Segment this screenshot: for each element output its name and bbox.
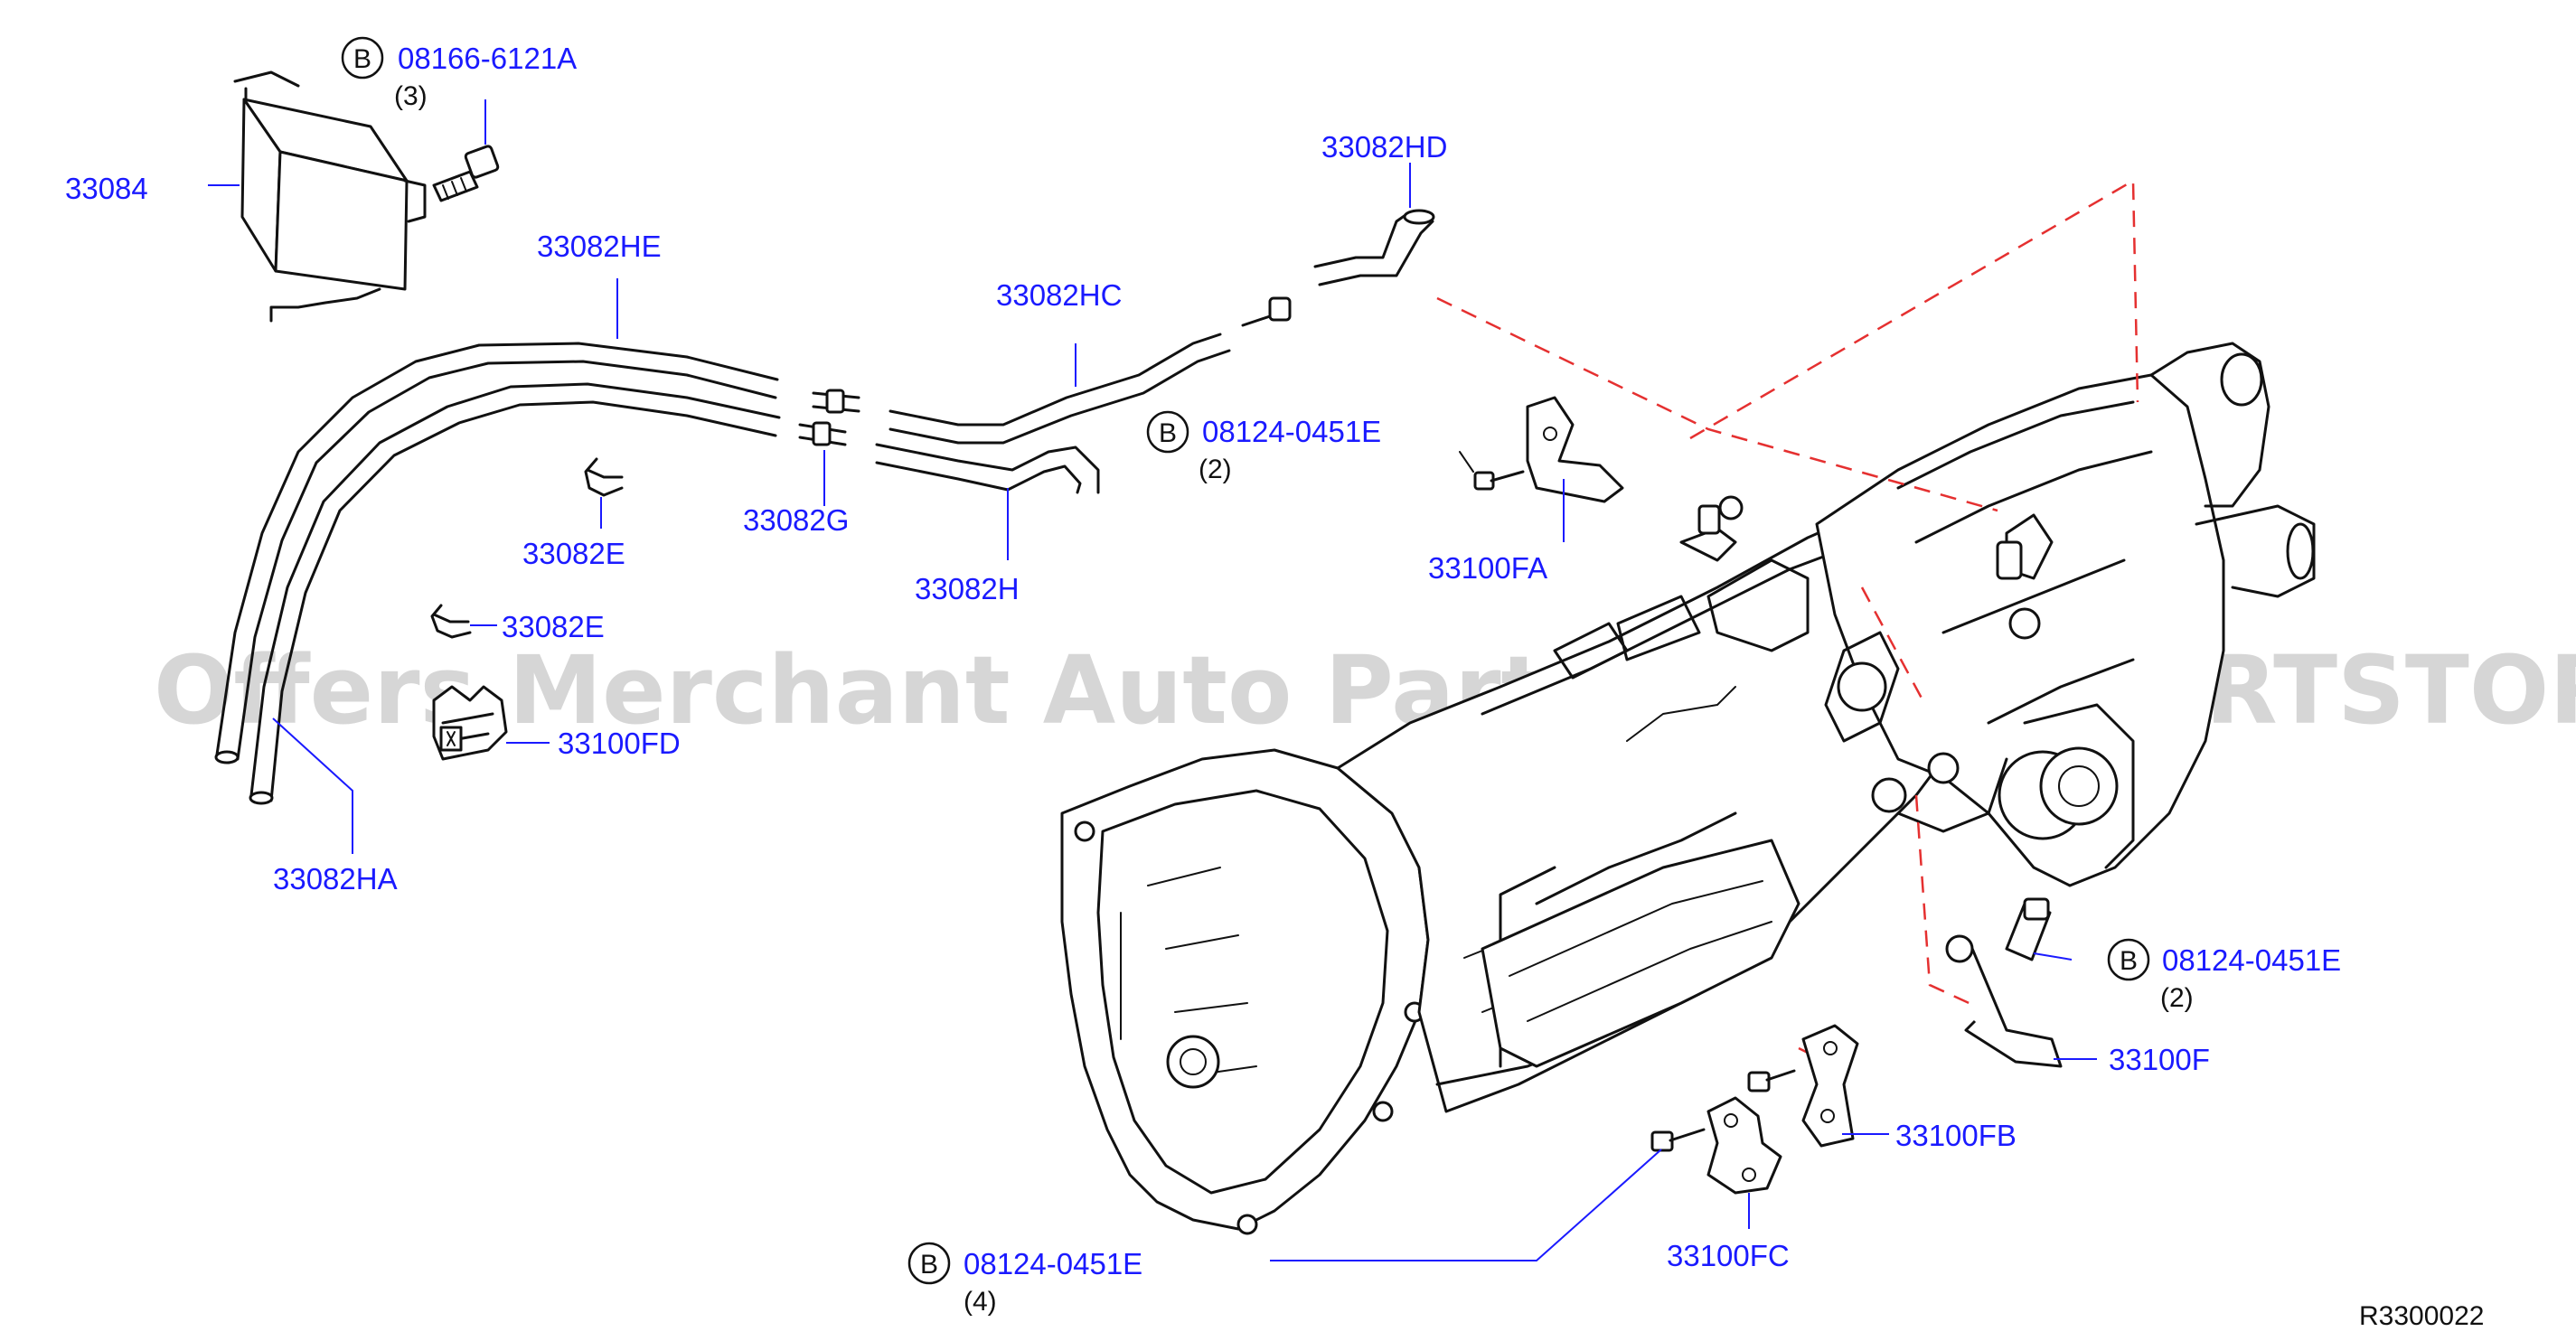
label-clip-e-1[interactable]: 33082E [522,537,625,570]
label-clamp-fd[interactable]: 33100FD [558,727,681,760]
label-bracket-fb[interactable]: 33100FB [1895,1119,2017,1152]
qty-bolt-top: (3) [394,81,428,111]
bracket-fb-illustration [1747,1024,1859,1148]
hose-hd-illustration [1241,209,1435,327]
bracket-fc-illustration [1650,1096,1782,1195]
svg-text:B: B [353,44,371,74]
qty-bolt-right: (2) [2160,983,2194,1013]
hose-ha-he-illustration [214,342,781,805]
bolt-08166-illustration [432,145,500,202]
label-hose-hd[interactable]: 33082HD [1321,130,1447,164]
label-hose-ha[interactable]: 33082HA [273,862,398,896]
diagram-reference-code: R3300022 [2359,1301,2484,1331]
label-hose-h[interactable]: 33082H [915,572,1020,605]
hose-hc-h-illustration [875,333,1231,494]
label-hose-hc[interactable]: 33082HC [996,278,1122,312]
leader-bolt-bottom [1270,1149,1662,1261]
b-marker-mid: B [1146,410,1189,454]
bracket-fa-illustration [1459,396,1624,503]
qty-bolt-mid: (2) [1199,455,1232,484]
leader-bolt-right [2033,952,2073,961]
svg-text:B: B [2120,946,2138,976]
clamp-fd-illustration [432,685,508,761]
svg-text:B: B [1159,418,1177,448]
clip-e-2-illustration [430,604,472,639]
b-marker-right: B [2107,938,2150,981]
label-bracket-f[interactable]: 33100F [2109,1043,2210,1076]
b-marker-top: B [341,36,384,80]
clip-e-1-illustration [584,457,624,497]
transmission-illustration [1060,342,2316,1235]
qty-bolt-bottom: (4) [964,1287,997,1317]
bracket-f-illustration [1945,897,2063,1068]
label-bracket-fa[interactable]: 33100FA [1428,551,1547,585]
leader-hose-ha [272,717,353,854]
label-bolt-bottom[interactable]: 08124-0451E [964,1247,1142,1280]
b-marker-bottom: B [907,1242,951,1285]
label-bracket-fc[interactable]: 33100FC [1667,1239,1790,1272]
label-connector-g[interactable]: 33082G [743,503,849,537]
connector-g-illustration [798,389,860,446]
oil-cooler-illustration [233,70,427,323]
label-bolt-top[interactable]: 08166-6121A [398,42,577,75]
label-cooler[interactable]: 33084 [65,172,148,205]
label-bolt-right[interactable]: 08124-0451E [2162,943,2341,977]
label-hose-he[interactable]: 33082HE [537,230,662,263]
label-clip-e-2[interactable]: 33082E [502,610,605,643]
label-bolt-mid[interactable]: 08124-0451E [1202,415,1381,448]
svg-text:B: B [920,1250,938,1280]
